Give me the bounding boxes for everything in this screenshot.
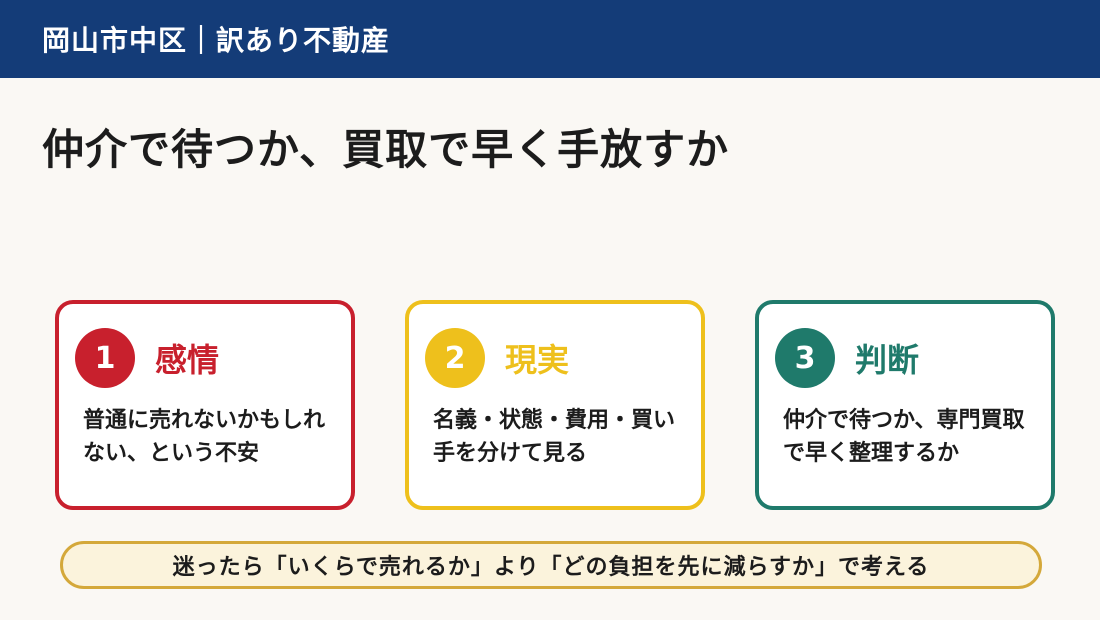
card-body: 名義・状態・費用・買い手を分けて見る bbox=[433, 408, 676, 466]
card-reality: 2 現実 名義・状態・費用・買い手を分けて見る bbox=[405, 300, 705, 510]
card-emotion: 1 感情 普通に売れないかもしれない、という不安 bbox=[55, 300, 355, 510]
card-title: 現実 bbox=[505, 341, 570, 379]
card-decision: 3 判断 仲介で待つか、専門買取で早く整理するか bbox=[755, 300, 1055, 510]
card-header: 3 判断 bbox=[775, 328, 919, 388]
header-bar: 岡山市中区｜訳あり不動産 bbox=[0, 0, 1100, 78]
card-title: 判断 bbox=[855, 341, 920, 379]
card-header: 2 現実 bbox=[425, 328, 569, 388]
number-badge: 2 bbox=[425, 328, 485, 388]
card-body: 仲介で待つか、専門買取で早く整理するか bbox=[783, 408, 1025, 466]
card-header: 1 感情 bbox=[75, 328, 219, 388]
card-body: 普通に売れないかもしれない、という不安 bbox=[83, 408, 326, 466]
card-title: 感情 bbox=[155, 341, 220, 379]
number-badge: 3 bbox=[775, 328, 835, 388]
page-title: 仲介で待つか、買取で早く手放すか bbox=[42, 125, 730, 174]
number-badge: 1 bbox=[75, 328, 135, 388]
header-title: 岡山市中区｜訳あり不動産 bbox=[42, 24, 391, 57]
footer-message-text: 迷ったら「いくらで売れるか」より「どの負担を先に減らすか」で考える bbox=[172, 555, 930, 580]
footer-message: 迷ったら「いくらで売れるか」より「どの負担を先に減らすか」で考える bbox=[60, 541, 1042, 589]
